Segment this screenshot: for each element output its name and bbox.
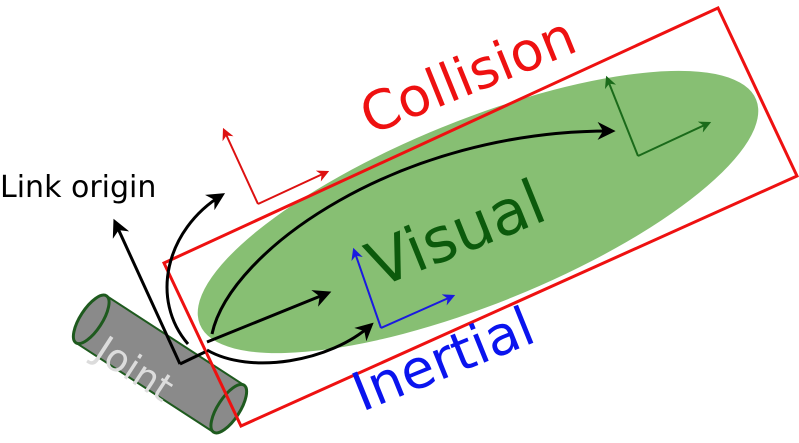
link-origin-frame [112,218,206,366]
collision-box [161,6,799,428]
link-origin-label: Link origin [0,170,156,205]
visual-ellipse [197,70,759,354]
arrow-straight [206,290,332,344]
arrow-to-inertial [206,322,374,365]
joint-cylinder [71,293,249,435]
visual-frame-axes [604,75,712,157]
arrow-to-visual [210,121,616,335]
arrow-to-collision [165,193,226,345]
collision-frame-axes [222,127,330,205]
inertial-frame-axes [351,247,456,329]
origin-transform-arrows [165,121,616,365]
